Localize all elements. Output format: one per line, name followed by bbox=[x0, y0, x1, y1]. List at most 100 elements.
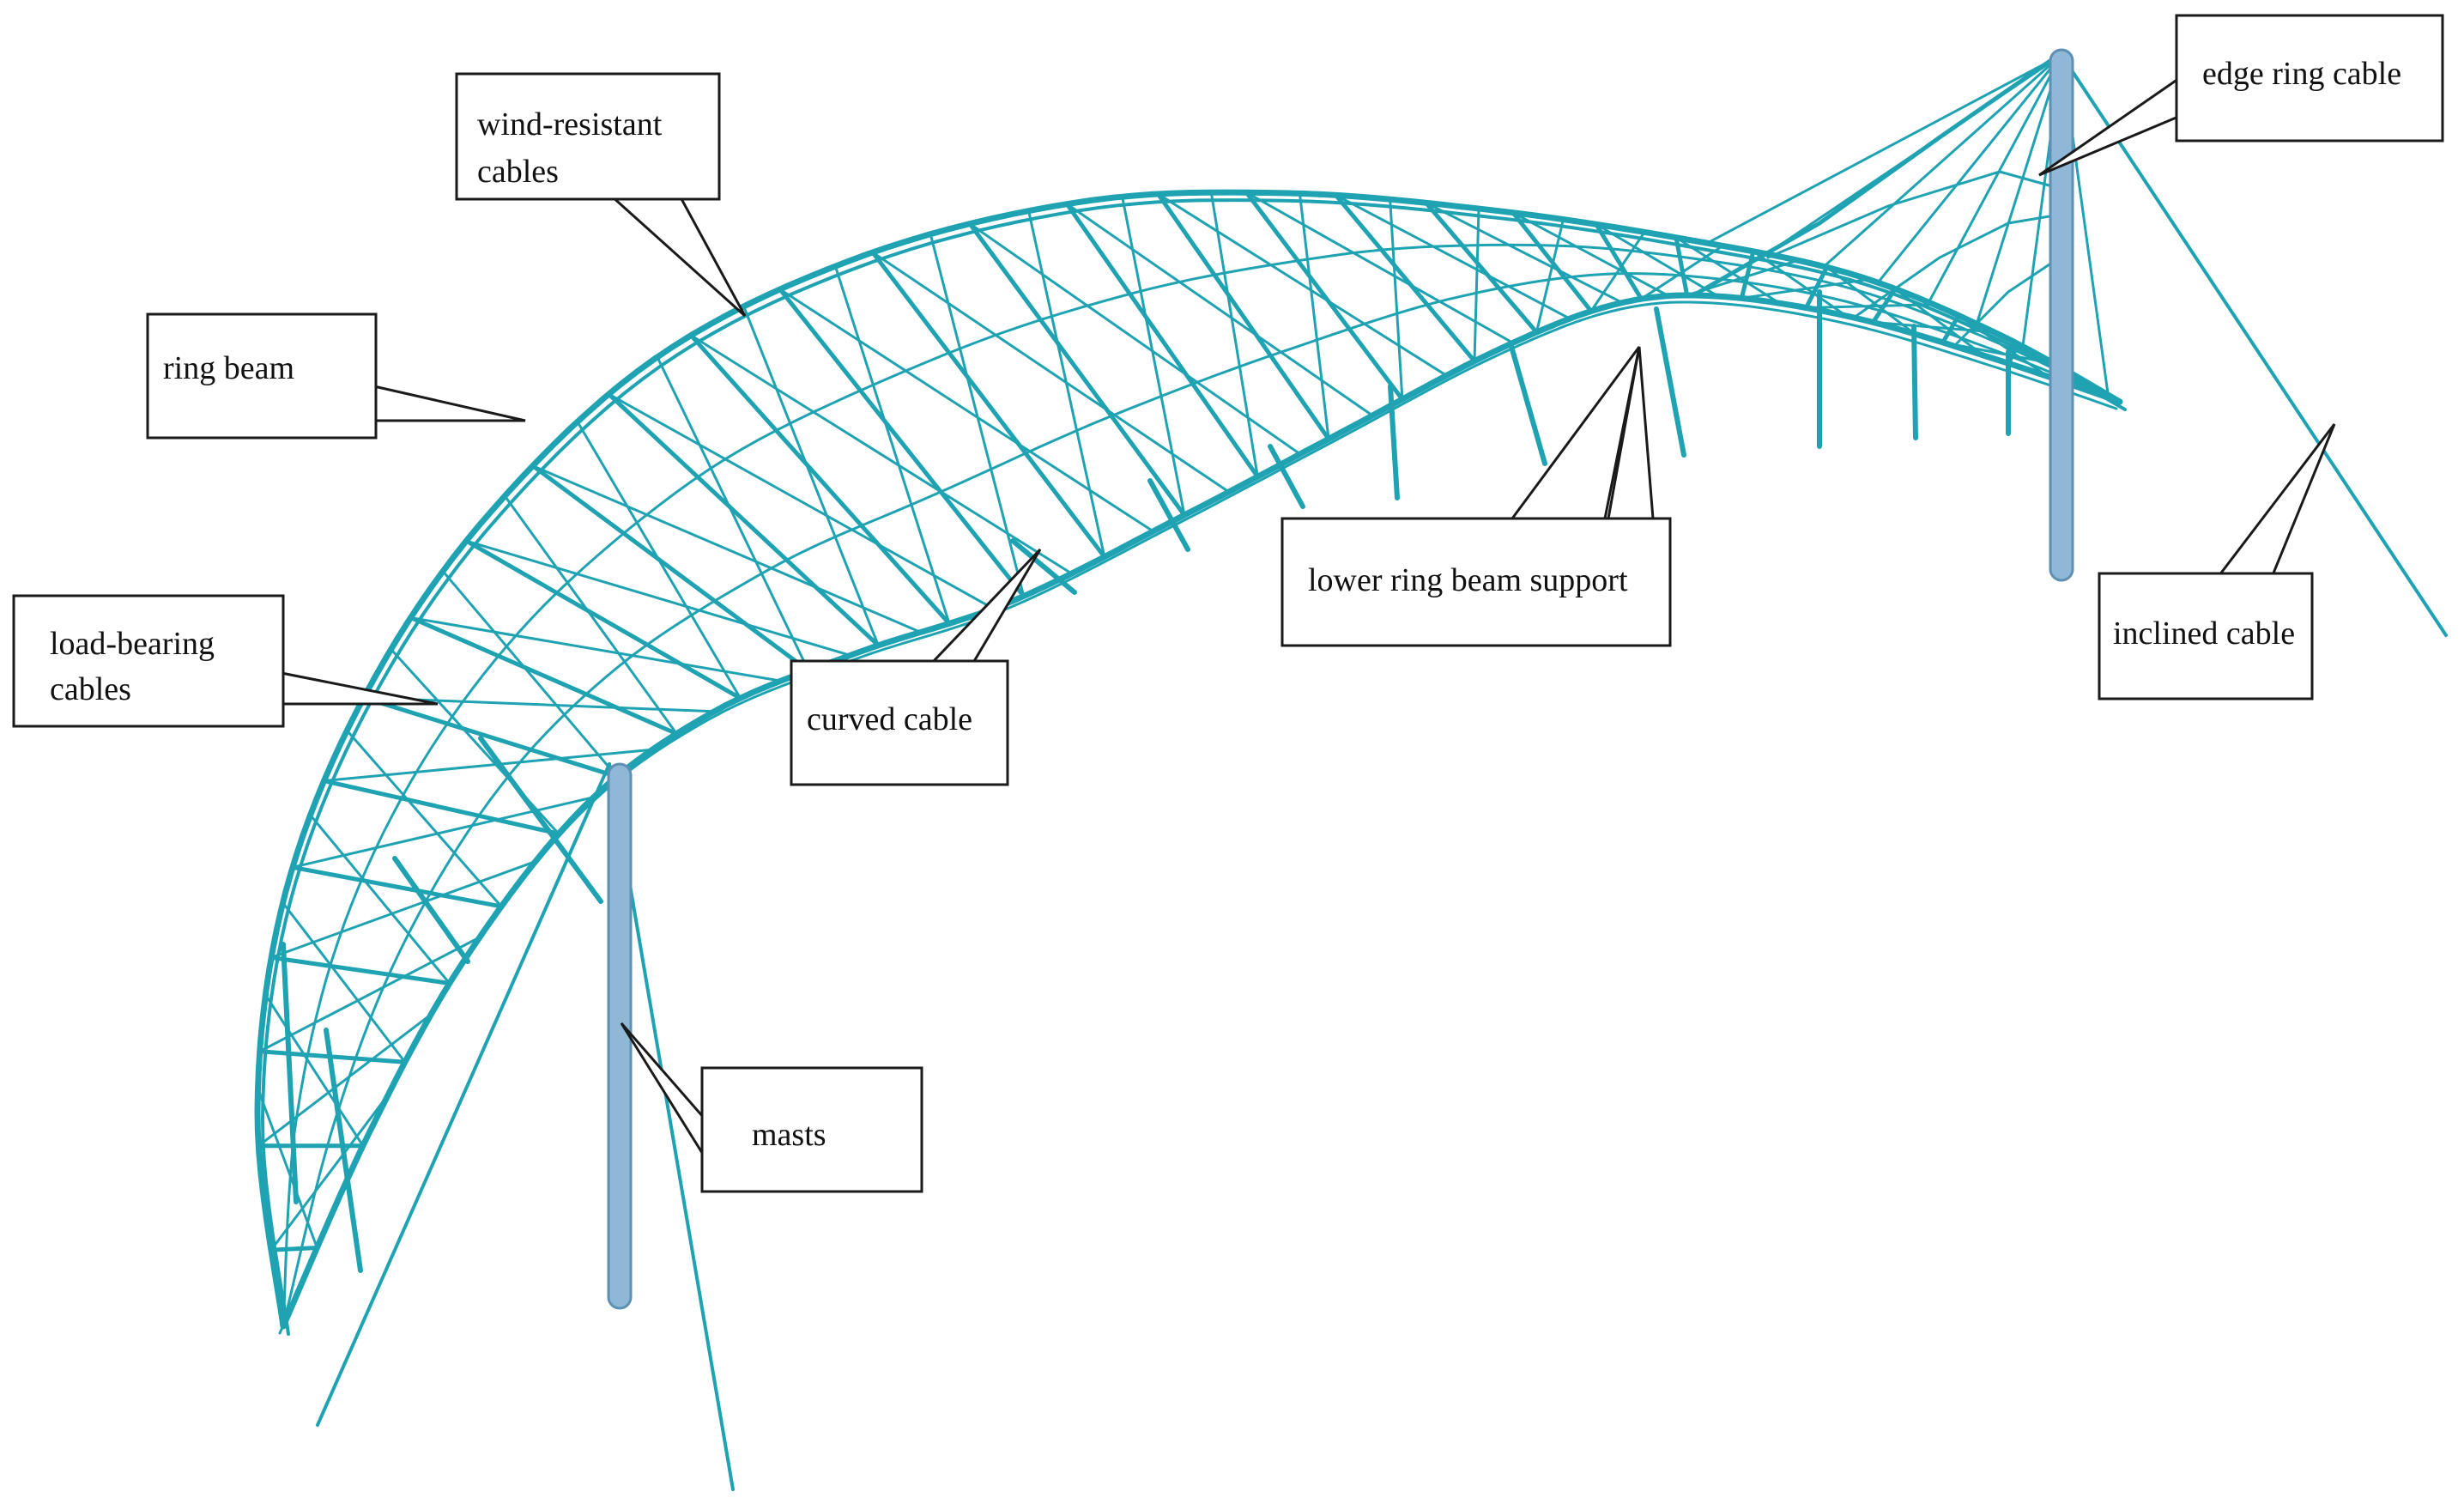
callout-box-masts bbox=[700, 1066, 923, 1193]
label-inclined-cable: inclined cable bbox=[2113, 616, 2295, 652]
callout-box-lower-ring-beam-support bbox=[1280, 517, 1672, 647]
mast-left bbox=[607, 762, 633, 1310]
wind-resistant-ring-cable bbox=[282, 243, 2122, 1328]
lower-ring-beam-support bbox=[1508, 341, 1547, 466]
wind-resistant-cable bbox=[269, 860, 537, 959]
wind-resistant-cable bbox=[263, 993, 365, 1148]
lower-ring-beam-support bbox=[1654, 306, 1686, 458]
load-bearing-cable bbox=[269, 955, 452, 985]
wind-resistant-ring-cable bbox=[282, 272, 2122, 1328]
wind-resistant-cable bbox=[871, 251, 1231, 494]
wind-resistant-cable bbox=[1389, 197, 1404, 401]
load-bearing-cable-net bbox=[256, 190, 2080, 1252]
callout-lower-ring-beam-support: lower ring beam support bbox=[1280, 346, 1672, 647]
callout-box-ring-beam bbox=[146, 312, 378, 440]
load-bearing-cable bbox=[322, 779, 561, 836]
wind-resistant-cable bbox=[1244, 191, 1515, 344]
callout-box-wind-resistant bbox=[455, 72, 721, 201]
edge-ring-cable-boundary bbox=[1852, 213, 2061, 319]
load-bearing-cable bbox=[1333, 192, 1477, 364]
load-bearing-cable bbox=[290, 864, 504, 909]
label-masts: masts bbox=[752, 1117, 826, 1153]
wind-resistant-cable bbox=[1589, 230, 1646, 312]
leader-inclined-cable bbox=[2216, 423, 2336, 577]
load-bearing-cable bbox=[361, 695, 620, 779]
callout-box-load-bearing bbox=[12, 594, 285, 728]
wind-resistant-cable bbox=[1334, 193, 1571, 320]
wind-resistant-cable bbox=[282, 901, 407, 1064]
label-wind-resistant-line2: cables bbox=[477, 154, 559, 190]
wind-resistant-cable bbox=[441, 569, 619, 779]
load-bearing-cable bbox=[530, 464, 811, 673]
callout-load-bearing-cables: load-bearing cables bbox=[12, 594, 439, 728]
load-bearing-cable bbox=[269, 1245, 319, 1252]
wind-resistant-cable bbox=[656, 355, 810, 672]
roof-structure bbox=[254, 48, 2448, 1491]
wind-resistant-cable bbox=[269, 1093, 390, 1252]
load-bearing-cable bbox=[967, 221, 1187, 518]
edge-ring-cable bbox=[1822, 53, 2063, 268]
edge-ring-cable bbox=[1697, 53, 2110, 397]
wind-resistant-cable bbox=[257, 1013, 433, 1148]
load-bearing-cable bbox=[1064, 202, 1260, 479]
load-bearing-cable bbox=[1244, 190, 1405, 402]
edge-ring-cable bbox=[1927, 53, 2063, 304]
leader-curved-cable bbox=[929, 548, 1042, 664]
ring-beam bbox=[254, 189, 2127, 1336]
edge-ring-cable bbox=[1705, 53, 2063, 245]
edge-ring-cable-boundary bbox=[1766, 170, 2063, 259]
wind-resistant-cable bbox=[607, 392, 995, 610]
callout-box-curved-cable bbox=[790, 659, 1009, 786]
wind-resistant-cable bbox=[1511, 211, 1670, 298]
curved-cable-shadow-line bbox=[278, 300, 2118, 1335]
wind-resistant-cable bbox=[1595, 222, 1720, 298]
load-bearing-cable bbox=[688, 333, 952, 626]
load-bearing-cable bbox=[870, 250, 1107, 560]
wind-resistant-cable bbox=[1209, 191, 1259, 478]
load-bearing-cable bbox=[1594, 221, 1644, 301]
load-bearing-cable bbox=[463, 538, 743, 700]
wind-resistant-cable bbox=[1473, 207, 1480, 363]
wind-resistant-cable bbox=[1065, 203, 1374, 417]
callout-box-edge-ring-cable bbox=[2175, 14, 2444, 143]
callout-box-inclined-cable bbox=[2098, 572, 2314, 700]
wind-resistant-cable bbox=[503, 494, 678, 736]
wind-resistant-cable bbox=[833, 264, 951, 625]
wind-resistant-cable bbox=[1027, 209, 1106, 559]
callout-wind-resistant-cables: wind-resistant cables bbox=[455, 72, 747, 318]
lower-ring-beam-support bbox=[478, 736, 603, 904]
inclined-cable bbox=[316, 762, 611, 1427]
mast-right bbox=[2049, 48, 2074, 582]
wind-resistant-cable bbox=[1424, 201, 1624, 305]
lower-ring-beam-support bbox=[324, 1028, 363, 1273]
callout-ring-beam: ring beam bbox=[146, 312, 526, 440]
callout-inclined-cable: inclined cable bbox=[2098, 423, 2336, 700]
curved-cable bbox=[278, 292, 2123, 1335]
edge-ring-cable-boundary bbox=[1697, 58, 2054, 294]
leader-wind-resistant bbox=[608, 194, 747, 318]
wind-resistant-cable bbox=[409, 616, 783, 682]
wind-resistant-cable bbox=[742, 305, 880, 647]
ring-beam-inner-line bbox=[260, 198, 2127, 1336]
wind-resistant-cable bbox=[309, 813, 451, 985]
edge-ring-cable bbox=[1975, 53, 2063, 325]
inclined-cable bbox=[2060, 53, 2448, 637]
lower-ring-beam-support bbox=[1388, 384, 1400, 500]
wind-resistant-cable bbox=[464, 539, 852, 657]
lower-ring-beam-support bbox=[392, 856, 470, 964]
callout-masts: masts bbox=[620, 1022, 923, 1193]
load-bearing-cable bbox=[606, 391, 881, 648]
label-wind-resistant-line1: wind-resistant bbox=[477, 106, 663, 143]
lower-ring-beam-support bbox=[1911, 324, 1918, 440]
masts-group bbox=[607, 48, 2074, 1310]
label-curved-cable: curved cable bbox=[807, 701, 972, 737]
load-bearing-cable bbox=[778, 287, 1026, 598]
leader-load-bearing bbox=[280, 671, 439, 706]
lower-ring-beam-support bbox=[1268, 444, 1305, 509]
label-edge-ring-cable: edge ring cable bbox=[2202, 56, 2401, 92]
wind-resistant-cable bbox=[968, 222, 1302, 456]
lower-ring-beam-supports bbox=[281, 289, 2011, 1273]
wind-resistant-cable bbox=[345, 729, 503, 908]
load-bearing-cable bbox=[409, 616, 679, 737]
